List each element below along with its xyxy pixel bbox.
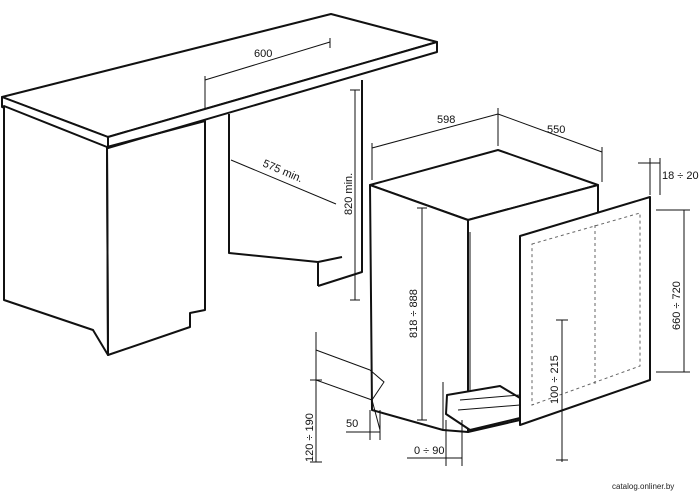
dishwasher-dimensions: 598 550 818 ÷ 888 18 ÷ 20 660 ÷ 720 100 … bbox=[304, 108, 699, 466]
niche-height-label: 820 min. bbox=[343, 173, 355, 215]
extension-line bbox=[315, 349, 371, 371]
plinth-line bbox=[459, 394, 521, 401]
cabinet-side bbox=[106, 120, 206, 356]
width-dimension-line bbox=[204, 41, 331, 81]
depth-dimension-line bbox=[230, 159, 337, 205]
plinth-height-label: 120 ÷ 190 bbox=[304, 413, 316, 462]
appliance-width-label: 598 bbox=[437, 114, 455, 126]
plinth-setback-label: 0 ÷ 90 bbox=[414, 445, 445, 457]
panel-thickness-label: 18 ÷ 20 bbox=[662, 170, 699, 182]
niche-right-wall bbox=[317, 80, 363, 287]
niche-floor-edge bbox=[317, 256, 343, 263]
niche-back-wall bbox=[228, 114, 319, 286]
dishwasher-side bbox=[369, 184, 469, 433]
countertop-side-edge bbox=[107, 41, 438, 149]
appliance-depth-label: 550 bbox=[547, 124, 565, 136]
plinth-outline bbox=[369, 369, 385, 431]
countertop-width-label: 600 bbox=[254, 48, 272, 60]
extension-line bbox=[315, 379, 373, 401]
cabinet-body bbox=[3, 105, 109, 356]
dishwasher-drawing bbox=[369, 149, 651, 433]
appliance-height-label: 818 ÷ 888 bbox=[408, 289, 420, 338]
depth-dimension-line bbox=[497, 113, 603, 153]
plinth-depth-label: 50 bbox=[346, 418, 358, 430]
watermark: catalog.onliner.by bbox=[612, 482, 674, 491]
width-dimension-line bbox=[371, 113, 499, 149]
door-panel bbox=[519, 196, 651, 426]
plinth-line bbox=[457, 404, 521, 411]
panel-offset-label: 100 ÷ 215 bbox=[549, 355, 561, 404]
panel-height-label: 660 ÷ 720 bbox=[671, 281, 683, 330]
door-panel-hidden-outline bbox=[531, 212, 641, 406]
